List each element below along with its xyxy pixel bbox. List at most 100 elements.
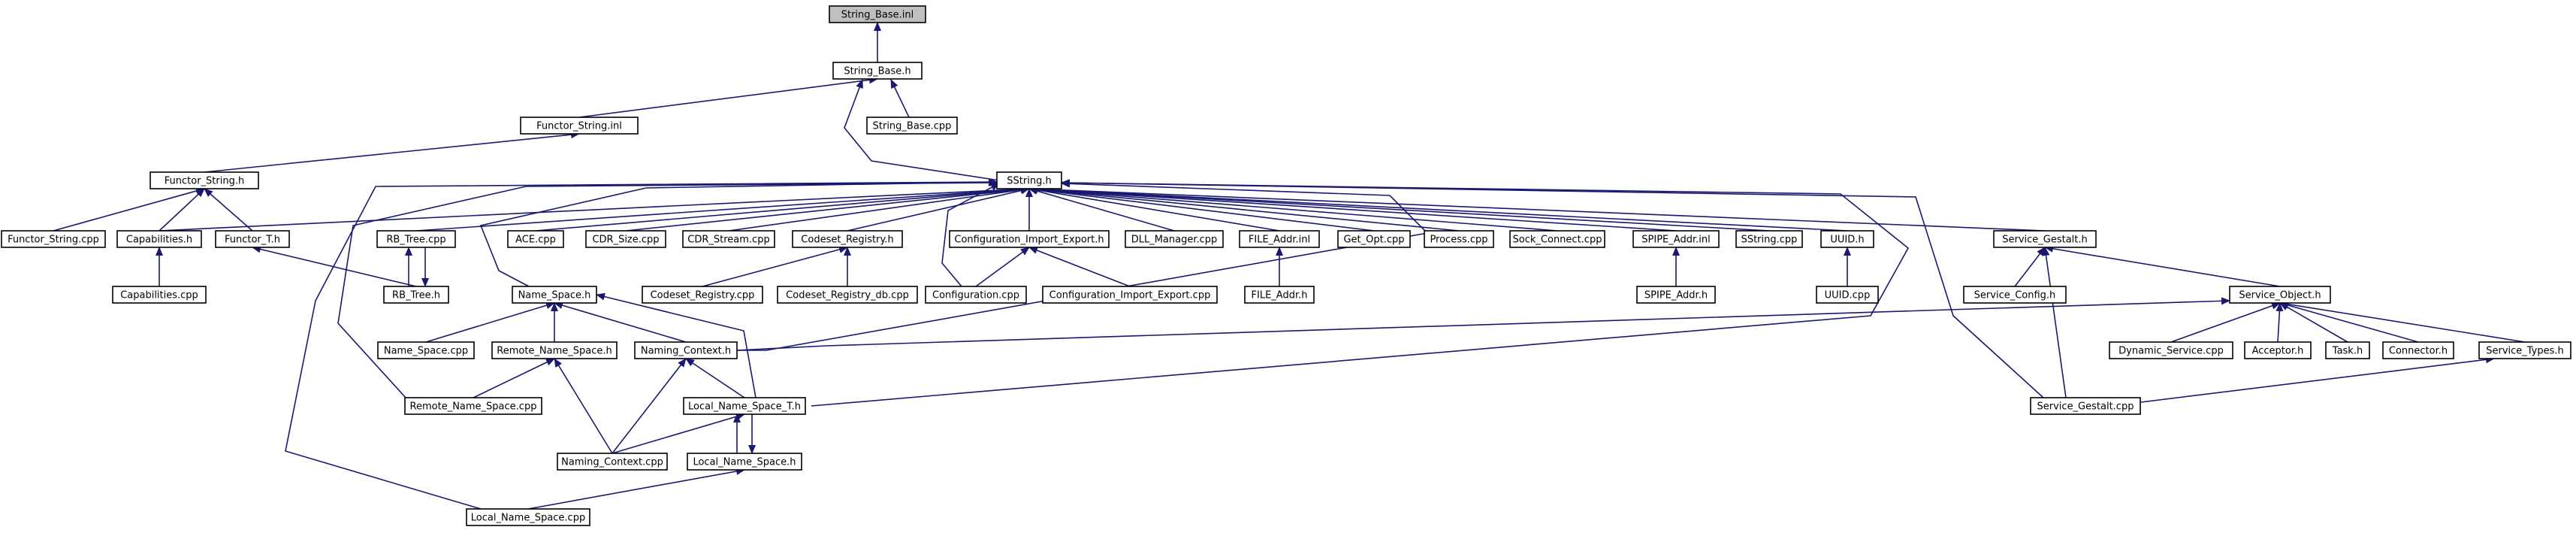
node-configuration-import-export-h[interactable]: Configuration_Import_Export.h xyxy=(949,230,1110,248)
node-box[interactable] xyxy=(777,286,918,304)
node-cdr-stream-cpp[interactable]: CDR_Stream.cpp xyxy=(682,230,775,248)
node-box[interactable] xyxy=(2030,397,2141,415)
node-box[interactable] xyxy=(2382,341,2454,359)
node-box[interactable] xyxy=(557,453,668,471)
node-task-h[interactable]: Task.h xyxy=(2325,341,2370,359)
node-box[interactable] xyxy=(1993,230,2097,248)
node-naming-context-h[interactable]: Naming_Context.h xyxy=(634,341,738,359)
node-box[interactable] xyxy=(1636,286,1716,304)
node-functor-string-h[interactable]: Functor_String.h xyxy=(149,171,259,189)
node-local-name-space-cpp[interactable]: Local_Name_Space.cpp xyxy=(466,508,590,526)
node-box[interactable] xyxy=(507,230,564,248)
node-box[interactable] xyxy=(1337,230,1411,248)
node-string-base-inl[interactable]: String_Base.inl xyxy=(829,5,926,23)
node-ace-cpp[interactable]: ACE.cpp xyxy=(507,230,564,248)
node-configuration-cpp[interactable]: Configuration.cpp xyxy=(925,286,1027,304)
node-uuid-h[interactable]: UUID.h xyxy=(1820,230,1874,248)
node-box[interactable] xyxy=(866,117,958,135)
node-uuid-cpp[interactable]: UUID.cpp xyxy=(1816,286,1879,304)
node-box[interactable] xyxy=(2109,341,2233,359)
node-box[interactable] xyxy=(1509,230,1605,248)
node-rb-tree-cpp[interactable]: RB_Tree.cpp xyxy=(376,230,456,248)
node-local-name-space-t-h[interactable]: Local_Name_Space_T.h xyxy=(683,397,806,415)
node-box[interactable] xyxy=(829,5,926,23)
node-box[interactable] xyxy=(149,171,259,189)
node-box[interactable] xyxy=(376,230,456,248)
node-box[interactable] xyxy=(2478,341,2571,359)
node-functor-string-inl[interactable]: Functor_String.inl xyxy=(520,117,639,135)
node-sock-connect-cpp[interactable]: Sock_Connect.cpp xyxy=(1509,230,1605,248)
node-capabilities-h[interactable]: Capabilities.h xyxy=(116,230,202,248)
node-dll-manager-cpp[interactable]: DLL_Manager.cpp xyxy=(1125,230,1224,248)
node-naming-context-cpp[interactable]: Naming_Context.cpp xyxy=(557,453,668,471)
node-box[interactable] xyxy=(491,341,618,359)
node-box[interactable] xyxy=(1125,230,1224,248)
node-process-cpp[interactable]: Process.cpp xyxy=(1424,230,1494,248)
node-box[interactable] xyxy=(949,230,1110,248)
node-box[interactable] xyxy=(634,341,738,359)
node-box[interactable] xyxy=(116,230,202,248)
node-box[interactable] xyxy=(996,171,1062,189)
node-local-name-space-h[interactable]: Local_Name_Space.h xyxy=(687,453,802,471)
node-configuration-import-export-cpp[interactable]: Configuration_Import_Export.cpp xyxy=(1042,286,1218,304)
node-box[interactable] xyxy=(466,508,590,526)
node-sstring-cpp[interactable]: SString.cpp xyxy=(1735,230,1803,248)
node-connector-h[interactable]: Connector.h xyxy=(2382,341,2454,359)
node-spipe-addr-inl[interactable]: SPIPE_Addr.inl xyxy=(1632,230,1720,248)
node-cdr-size-cpp[interactable]: CDR_Size.cpp xyxy=(585,230,666,248)
node-capabilities-cpp[interactable]: Capabilities.cpp xyxy=(112,286,207,304)
node-spipe-addr-h[interactable]: SPIPE_Addr.h xyxy=(1636,286,1716,304)
node-service-config-h[interactable]: Service_Config.h xyxy=(1963,286,2067,304)
node-box[interactable] xyxy=(585,230,666,248)
node-box[interactable] xyxy=(1244,286,1315,304)
node-box[interactable] xyxy=(832,62,923,80)
node-string-base-h[interactable]: String_Base.h xyxy=(832,62,923,80)
node-box[interactable] xyxy=(642,286,763,304)
node-box[interactable] xyxy=(404,397,542,415)
node-get-opt-cpp[interactable]: Get_Opt.cpp xyxy=(1337,230,1411,248)
node-box[interactable] xyxy=(1820,230,1874,248)
node-dynamic-service-cpp[interactable]: Dynamic_Service.cpp xyxy=(2109,341,2233,359)
node-box[interactable] xyxy=(1424,230,1494,248)
node-box[interactable] xyxy=(792,230,903,248)
node-file-addr-inl[interactable]: FILE_Addr.inl xyxy=(1239,230,1320,248)
node-functor-string-cpp[interactable]: Functor_String.cpp xyxy=(1,230,106,248)
node-functor-t-h[interactable]: Functor_T.h xyxy=(215,230,290,248)
node-box[interactable] xyxy=(520,117,639,135)
node-box[interactable] xyxy=(683,397,806,415)
node-box[interactable] xyxy=(1,230,106,248)
node-codeset-registry-h[interactable]: Codeset_Registry.h xyxy=(792,230,903,248)
node-sstring-h[interactable]: SString.h xyxy=(996,171,1062,189)
node-codeset-registry-db-cpp[interactable]: Codeset_Registry_db.cpp xyxy=(777,286,918,304)
node-rb-tree-h[interactable]: RB_Tree.h xyxy=(383,286,449,304)
node-box[interactable] xyxy=(1632,230,1720,248)
node-service-object-h[interactable]: Service_Object.h xyxy=(2229,286,2331,304)
node-box[interactable] xyxy=(925,286,1027,304)
node-acceptor-h[interactable]: Acceptor.h xyxy=(2244,341,2312,359)
node-box[interactable] xyxy=(682,230,775,248)
node-name-space-h[interactable]: Name_Space.h xyxy=(512,286,597,304)
node-box[interactable] xyxy=(687,453,802,471)
node-service-types-h[interactable]: Service_Types.h xyxy=(2478,341,2571,359)
node-file-addr-h[interactable]: FILE_Addr.h xyxy=(1244,286,1315,304)
node-codeset-registry-cpp[interactable]: Codeset_Registry.cpp xyxy=(642,286,763,304)
node-box[interactable] xyxy=(215,230,290,248)
node-remote-name-space-cpp[interactable]: Remote_Name_Space.cpp xyxy=(404,397,542,415)
node-box[interactable] xyxy=(2244,341,2312,359)
node-service-gestalt-h[interactable]: Service_Gestalt.h xyxy=(1993,230,2097,248)
node-box[interactable] xyxy=(1963,286,2067,304)
node-service-gestalt-cpp[interactable]: Service_Gestalt.cpp xyxy=(2030,397,2141,415)
node-box[interactable] xyxy=(112,286,207,304)
node-box[interactable] xyxy=(1042,286,1218,304)
node-box[interactable] xyxy=(2229,286,2331,304)
node-box[interactable] xyxy=(383,286,449,304)
node-box[interactable] xyxy=(512,286,597,304)
node-remote-name-space-h[interactable]: Remote_Name_Space.h xyxy=(491,341,618,359)
node-box[interactable] xyxy=(1816,286,1879,304)
node-box[interactable] xyxy=(2325,341,2370,359)
node-box[interactable] xyxy=(377,341,475,359)
node-string-base-cpp[interactable]: String_Base.cpp xyxy=(866,117,958,135)
node-box[interactable] xyxy=(1239,230,1320,248)
node-box[interactable] xyxy=(1735,230,1803,248)
node-name-space-cpp[interactable]: Name_Space.cpp xyxy=(377,341,475,359)
